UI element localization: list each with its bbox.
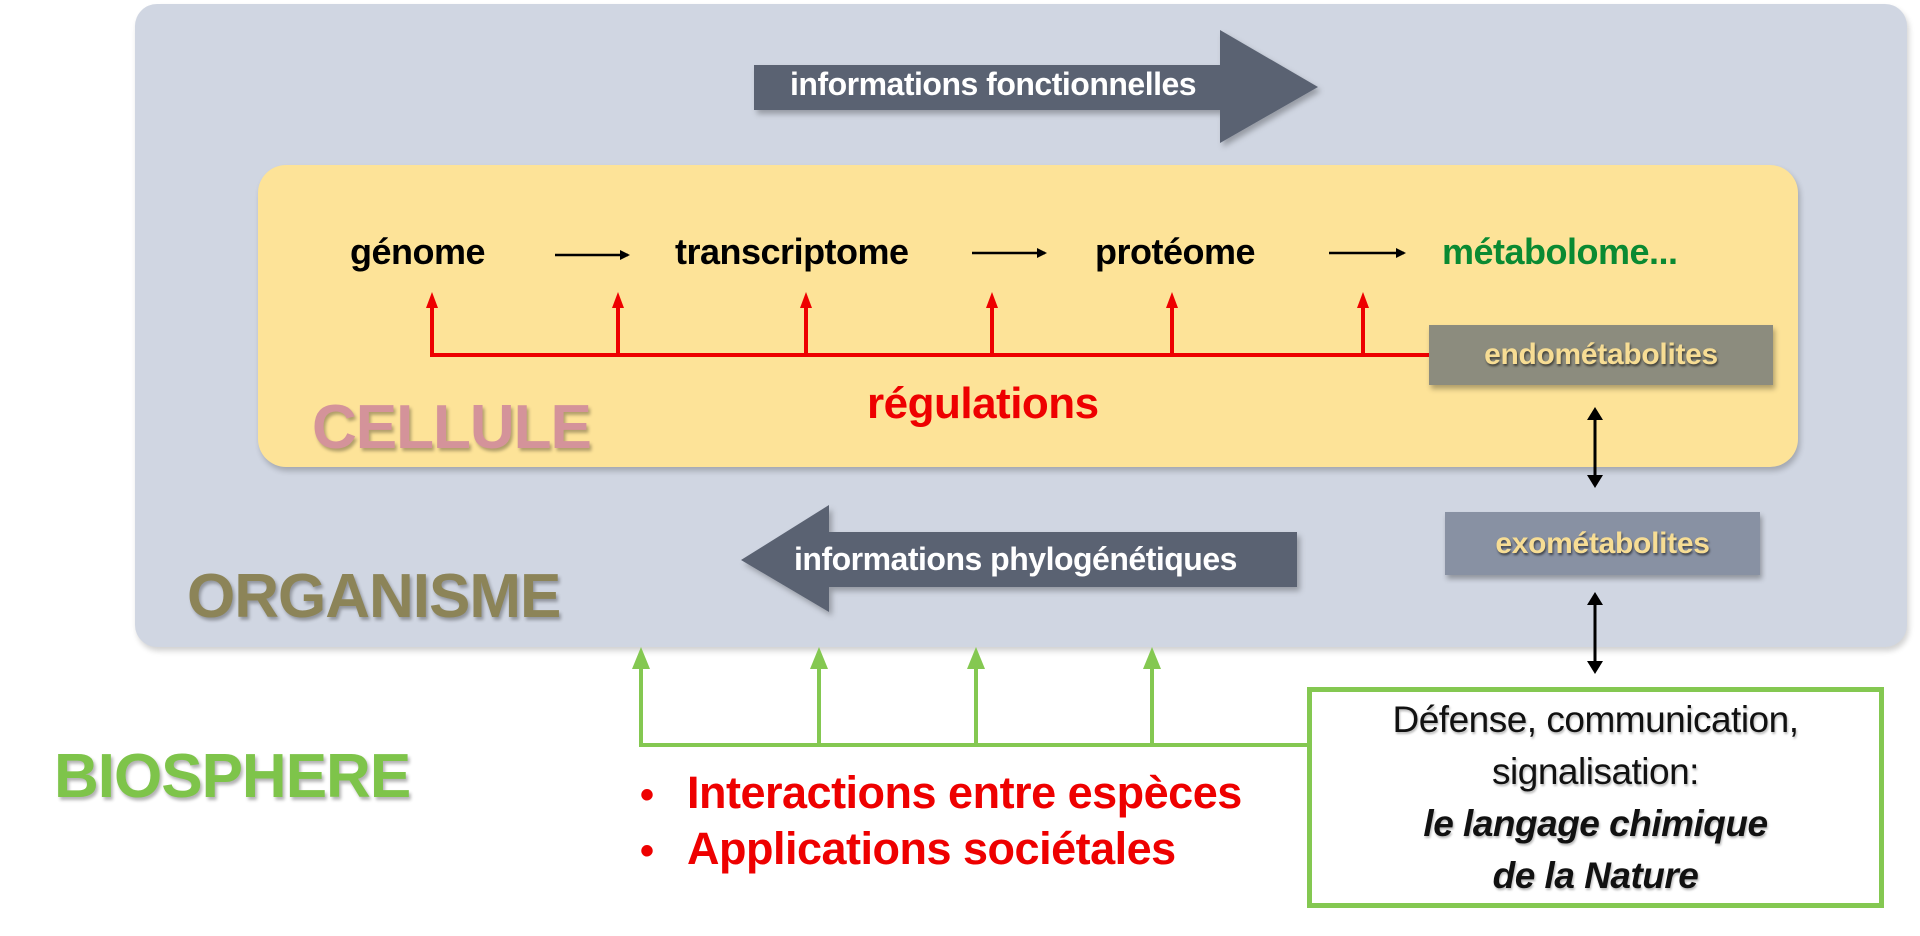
chemical-language-box: Défense, communication, signalisation: l… [1307,687,1884,908]
cell-container [258,165,1798,467]
regulations-label: régulations [867,379,1099,428]
biosphere-link-arrow [1143,647,1161,747]
regulation-arrow [800,292,812,357]
nature-line-functions: Défense, communication, [1392,698,1799,740]
bullet-item: • Interactions entre espèces [640,770,1242,826]
flow-proteome: protéome [1095,231,1256,272]
bullet-text: Interactions entre espèces [687,767,1242,818]
phylogenetic-info-arrow [741,505,1297,612]
exometabolites-label: exométabolites [1495,526,1710,560]
bullet-text: Applications sociétales [687,823,1176,874]
regulation-arrow [426,292,438,357]
nature-line-of-nature: de la Nature [1492,854,1699,896]
endometabolites-label: endométabolites [1484,338,1718,371]
biosphere-bullet-list: • Interactions entre espèces • Applicati… [640,770,1242,882]
regulation-arrow [986,292,998,357]
bullet-icon: • [640,829,654,873]
functional-info-arrow [754,30,1318,143]
flow-metabolome: métabolome... [1442,231,1678,272]
exo-nature-double-arrow [1587,592,1603,674]
bullet-item: • Applications sociétales [640,826,1242,882]
flow-genome: génome [350,231,486,272]
biosphere-level-label: BIOSPHERE [54,742,411,811]
endometabolites-box: endométabolites [1429,325,1773,385]
cell-level-label: CELLULE [312,393,592,462]
endo-exo-double-arrow [1587,407,1603,488]
biosphere-link-arrow [810,647,828,747]
bullet-icon: • [640,773,654,817]
regulation-arrow [612,292,624,357]
functional-info-label: informations fonctionnelles [790,66,1197,102]
biosphere-link-arrow [967,647,985,747]
regulation-connectors [426,292,1429,357]
exchange-arrows [1587,407,1603,674]
organism-level-label: ORGANISME [187,562,561,631]
exometabolites-box: exométabolites [1445,512,1760,575]
biosphere-connectors [632,647,1307,747]
flow-arrows [555,248,1406,260]
regulation-arrow [1357,292,1369,357]
phylogenetic-info-label: informations phylogénétiques [794,541,1237,577]
flow-transcriptome: transcriptome [675,231,909,272]
biosphere-link-arrow [632,647,650,747]
nature-line-chemical-language: le langage chimique [1423,802,1768,844]
nature-line-signalisation: signalisation: [1492,750,1699,792]
regulation-arrow [1166,292,1178,357]
